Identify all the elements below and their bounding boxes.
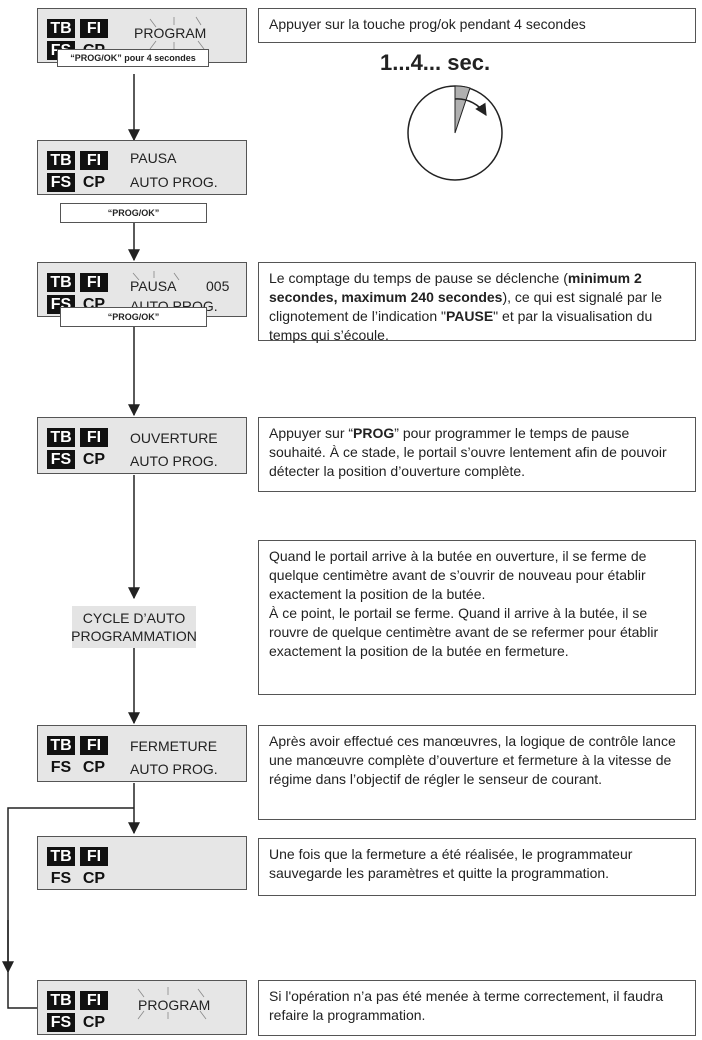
lcd-display-fermeture: TB FI FS CP FERMETURE AUTO PROG. bbox=[37, 725, 247, 782]
indicator-tags: TB FI FS CP bbox=[47, 151, 111, 195]
lcd-display-program-retry: TB FI FS CP PROGRAM bbox=[37, 980, 247, 1035]
tag-cp: CP bbox=[80, 173, 108, 192]
blink-marks bbox=[149, 16, 205, 50]
indicator-tags: TB FI FS CP bbox=[47, 847, 111, 891]
blink-marks bbox=[137, 987, 207, 1020]
blink-marks bbox=[132, 271, 180, 281]
tag-fi: FI bbox=[80, 151, 108, 170]
description-box: Une fois que la fermeture a été réalisée… bbox=[258, 838, 696, 896]
tag-fs: FS bbox=[47, 758, 75, 777]
tag-tb: TB bbox=[47, 847, 75, 866]
tag-fi: FI bbox=[80, 19, 108, 38]
display-line-1: PAUSA bbox=[130, 278, 177, 294]
tag-fs: FS bbox=[47, 1013, 75, 1032]
lcd-display-pausa: TB FI FS CP PAUSA AUTO PROG. bbox=[37, 140, 247, 195]
tag-tb: TB bbox=[47, 736, 75, 755]
indicator-tags: TB FI FS CP bbox=[47, 428, 111, 472]
display-line-1: PROGRAM bbox=[138, 997, 211, 1013]
tag-fs: FS bbox=[47, 869, 75, 888]
tag-fi: FI bbox=[80, 847, 108, 866]
instruction-label: “PROG/OK” pour 4 secondes bbox=[57, 49, 209, 67]
tag-cp: CP bbox=[80, 450, 108, 469]
tag-fi: FI bbox=[80, 991, 108, 1010]
lcd-display-ouverture: TB FI FS CP OUVERTURE AUTO PROG. bbox=[37, 417, 247, 474]
description-box: Après avoir effectué ces manœuvres, la l… bbox=[258, 725, 696, 820]
tag-tb: TB bbox=[47, 19, 75, 38]
lcd-display-idle: TB FI FS CP bbox=[37, 836, 247, 890]
tag-tb: TB bbox=[47, 273, 75, 292]
pause-counter: 005 bbox=[206, 278, 230, 294]
description-box: Quand le portail arrive à la butée en ou… bbox=[258, 540, 696, 695]
tag-tb: TB bbox=[47, 991, 75, 1010]
tag-fs: FS bbox=[47, 173, 75, 192]
tag-cp: CP bbox=[80, 869, 108, 888]
display-line-1: PAUSA bbox=[130, 150, 177, 166]
tag-fi: FI bbox=[80, 736, 108, 755]
instruction-label: “PROG/OK” bbox=[60, 203, 207, 223]
tag-cp: CP bbox=[80, 758, 108, 777]
display-line-2: AUTO PROG. bbox=[130, 174, 218, 190]
tag-fi: FI bbox=[80, 273, 108, 292]
tag-tb: TB bbox=[47, 428, 75, 447]
description-box: Le comptage du temps de pause se déclenc… bbox=[258, 262, 696, 343]
display-line-1: PROGRAM bbox=[134, 25, 207, 41]
description-box: Appuyer sur “PROG” pour programmer le te… bbox=[258, 417, 696, 492]
display-line-1: OUVERTURE bbox=[130, 430, 218, 446]
tag-cp: CP bbox=[80, 1013, 108, 1032]
tag-fs: FS bbox=[47, 450, 75, 469]
indicator-tags: TB FI FS CP bbox=[47, 736, 111, 780]
timer-label: 1...4... sec. bbox=[380, 50, 491, 75]
instruction-label: “PROG/OK” bbox=[60, 307, 207, 327]
indicator-tags: TB FI FS CP bbox=[47, 273, 111, 317]
tag-fi: FI bbox=[80, 428, 108, 447]
indicator-tags: TB FI FS CP bbox=[47, 991, 111, 1035]
description-box: Si l'opération n’a pas été menée à terme… bbox=[258, 980, 696, 1036]
description-box: Appuyer sur la touche prog/ok pendant 4 … bbox=[258, 8, 696, 43]
display-line-1: FERMETURE bbox=[130, 738, 218, 754]
connector-loop bbox=[7, 807, 134, 1009]
display-line-2: AUTO PROG. bbox=[130, 761, 218, 777]
indicator-tags: TB FI FS CP bbox=[47, 19, 111, 63]
display-line-2: AUTO PROG. bbox=[130, 453, 218, 469]
tag-tb: TB bbox=[47, 151, 75, 170]
